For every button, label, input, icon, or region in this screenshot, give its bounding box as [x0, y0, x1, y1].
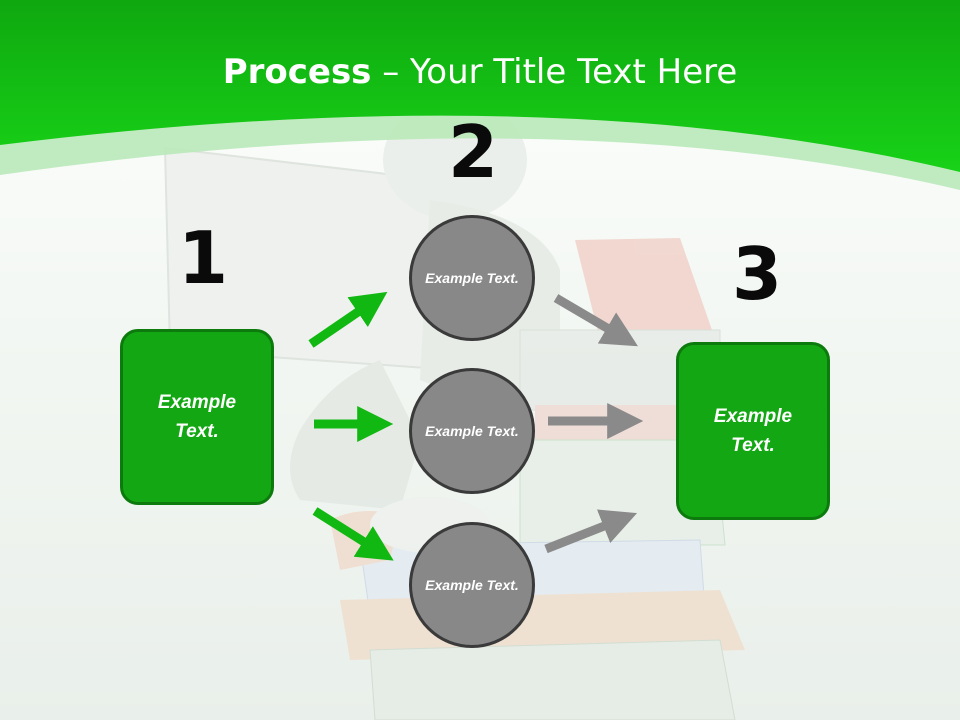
circle-middle-text: Example Text. [425, 422, 519, 439]
step-number-3: 3 [732, 232, 783, 316]
title-bold: Process [222, 52, 372, 92]
arrow-gray-up [544, 509, 638, 554]
circle-bottom-text: Example Text. [425, 576, 519, 593]
step-number-2: 2 [448, 110, 499, 194]
page-title: Process – Your Title Text Here [0, 52, 960, 92]
start-box: Example Text. [120, 329, 274, 505]
arrow-green-up [308, 291, 388, 348]
end-box-text: Example Text. [713, 406, 793, 456]
arrow-gray-down [553, 294, 638, 347]
process-circle-bottom: Example Text. [409, 522, 535, 648]
process-circle-top: Example Text. [409, 215, 535, 341]
process-circle-middle: Example Text. [409, 368, 535, 494]
circle-top-text: Example Text. [425, 269, 519, 286]
title-rest: – Your Title Text Here [371, 52, 738, 92]
end-box: Example Text. [676, 342, 830, 520]
step-number-1: 1 [178, 216, 229, 300]
start-box-text: Example Text. [157, 392, 237, 442]
arrow-green-down [312, 507, 394, 561]
